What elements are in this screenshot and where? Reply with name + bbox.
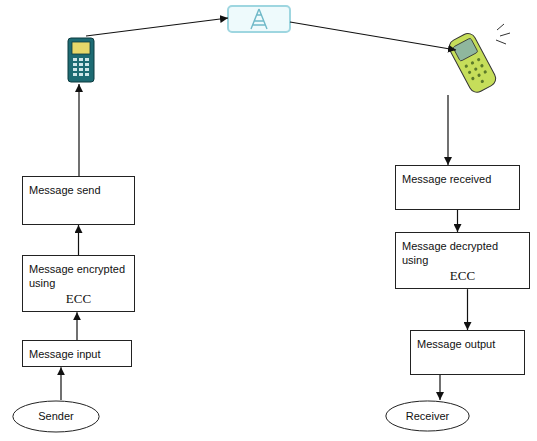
process-box: Message output: [410, 330, 525, 375]
process-box: Message decrypted usingECC: [395, 232, 530, 289]
radio-link: [290, 22, 456, 50]
node-label: Message received: [402, 172, 513, 186]
process-box: Message input: [22, 340, 132, 367]
terminal-ellipse: Receiver: [385, 400, 470, 432]
sender-phone: [68, 38, 94, 82]
flow-arrow: [78, 225, 79, 255]
flow-arrow: [439, 375, 440, 400]
flow-arrow: [457, 210, 458, 232]
terminal-ellipse: Sender: [12, 400, 100, 433]
radio-link: [86, 18, 228, 36]
cipher-name: ECC: [29, 291, 128, 307]
node-label: Message input: [29, 347, 125, 361]
node-label: Message send: [29, 183, 128, 197]
send-arrow: [78, 84, 79, 176]
node-label: Message encrypted using: [29, 262, 128, 291]
flow-arrow: [60, 367, 61, 400]
flow-arrow: [467, 289, 468, 330]
receiver-phone: [446, 31, 498, 95]
process-box: Message send: [22, 176, 135, 225]
cipher-name: ECC: [402, 268, 523, 284]
node-label: Receiver: [406, 409, 449, 423]
ring-marks: [496, 24, 510, 44]
tower-icon: [228, 6, 290, 32]
node-label: Sender: [38, 409, 73, 423]
node-label: Message decrypted using: [402, 239, 523, 268]
process-box: Message received: [395, 165, 520, 210]
process-box: Message encrypted usingECC: [22, 255, 135, 312]
flow-arrow: [76, 312, 77, 340]
receive-arrow: [447, 95, 448, 165]
node-label: Message output: [417, 337, 518, 351]
